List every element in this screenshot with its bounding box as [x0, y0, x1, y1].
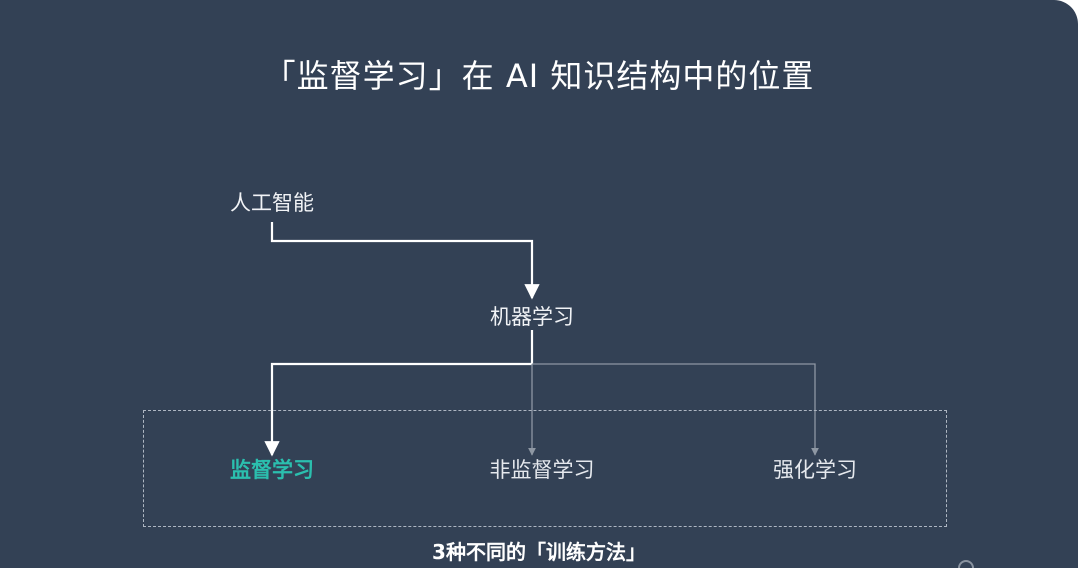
- group-label: 3种不同的「训练方法」: [432, 540, 646, 564]
- page-title: 「监督学习」在 AI 知识结构中的位置: [263, 57, 815, 95]
- node-artificial-intelligence: 人工智能: [230, 191, 314, 215]
- node-reinforcement-learning: 强化学习: [773, 458, 857, 482]
- connector-ai-to-ml: [270, 222, 540, 300]
- node-unsupervised-learning: 非监督学习: [489, 458, 595, 482]
- node-machine-learning: 机器学习: [490, 305, 574, 329]
- corner-circle-icon: [958, 560, 974, 568]
- node-supervised-learning: 监督学习: [230, 458, 314, 482]
- training-methods-group: [143, 410, 947, 527]
- connector-ml-to-reinforcement: [532, 363, 819, 456]
- connector-ml-to-supervised: [264, 362, 532, 457]
